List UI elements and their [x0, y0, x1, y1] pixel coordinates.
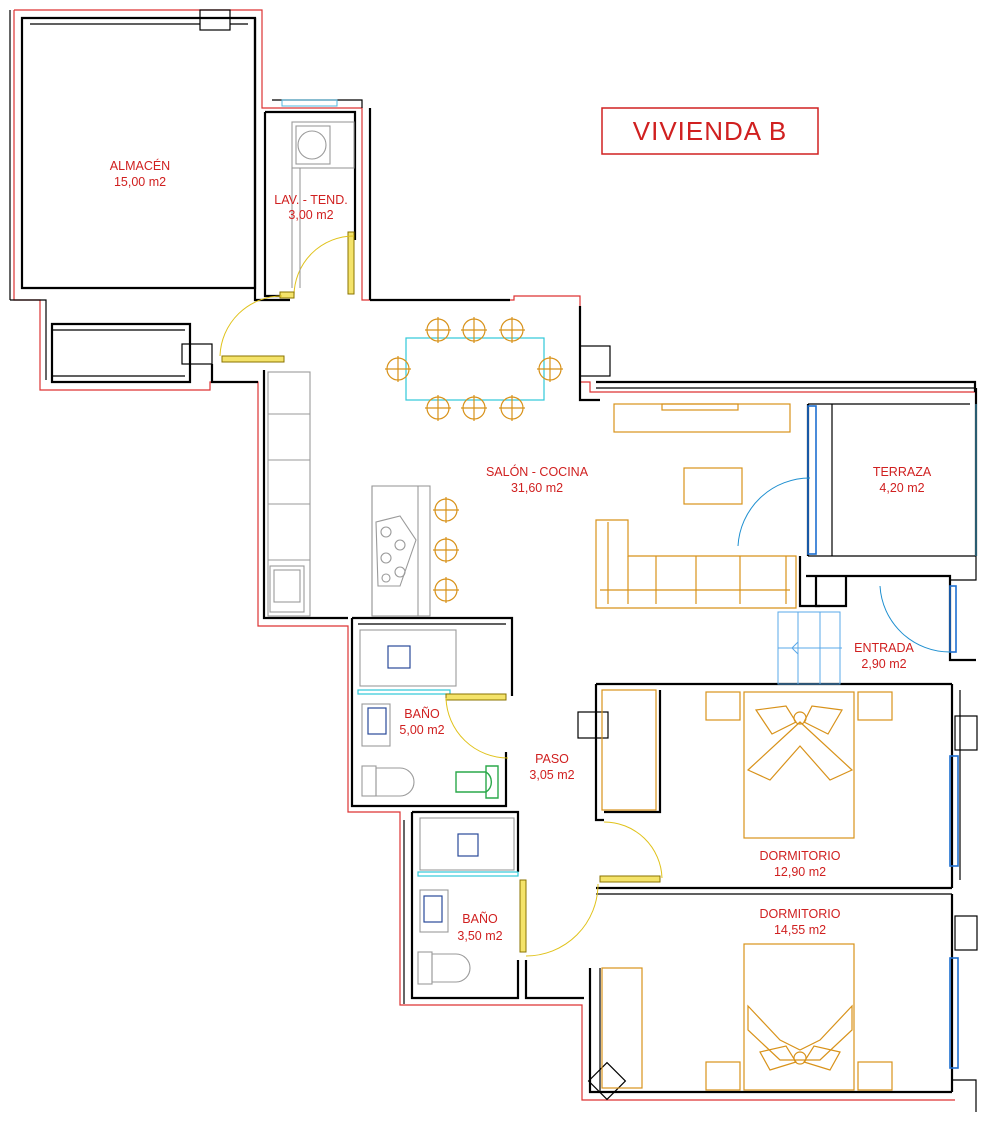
room-name: BAÑO — [404, 707, 440, 721]
exterior-outline — [13, 9, 975, 1101]
plan-title-text: VIVIENDA B — [633, 116, 788, 146]
room-name: TERRAZA — [873, 465, 932, 479]
room-label-entrada: ENTRADA 2,90 m2 — [854, 641, 914, 671]
room-area: 3,00 m2 — [288, 208, 333, 222]
laundry-appliances — [291, 121, 355, 288]
bar-stool — [433, 497, 459, 523]
room-name: DORMITORIO — [759, 849, 840, 863]
dining-chair — [537, 356, 563, 382]
dining-chair — [499, 395, 525, 421]
room-area: 31,60 m2 — [511, 481, 563, 495]
room-area: 3,05 m2 — [529, 768, 574, 782]
room-area: 14,55 m2 — [774, 923, 826, 937]
dining-chair — [499, 317, 525, 343]
room-area: 2,90 m2 — [861, 657, 906, 671]
doors — [219, 231, 951, 957]
room-name: ALMACÉN — [110, 158, 170, 173]
room-area: 12,90 m2 — [774, 865, 826, 879]
room-label-almacen: ALMACÉN 15,00 m2 — [110, 158, 170, 189]
bar-stool — [433, 537, 459, 563]
dining-chair — [425, 395, 451, 421]
room-name: LAV. - TEND. — [274, 193, 347, 207]
bathroom-2-fixtures — [417, 817, 515, 985]
bathroom-1-fixtures — [359, 629, 499, 799]
bedroom-1-furniture — [601, 689, 893, 839]
room-label-paso: PASO 3,05 m2 — [529, 752, 574, 782]
room-name: SALÓN - COCINA — [486, 464, 589, 479]
bedroom-2-furniture — [601, 943, 893, 1091]
room-label-lav-tend: LAV. - TEND. 3,00 m2 — [274, 193, 347, 222]
room-name: DORMITORIO — [759, 907, 840, 921]
room-name: BAÑO — [462, 912, 498, 926]
kitchen — [267, 371, 459, 617]
room-name: PASO — [535, 752, 569, 766]
bar-stool — [433, 577, 459, 603]
entrance-stairs — [777, 611, 842, 685]
dining-chair — [385, 356, 411, 382]
dining-chair — [461, 395, 487, 421]
room-label-salon-cocina: SALÓN - COCINA 31,60 m2 — [486, 464, 589, 495]
room-label-terraza: TERRAZA 4,20 m2 — [873, 465, 932, 495]
living-furniture — [595, 403, 797, 609]
room-labels: ALMACÉN 15,00 m2 LAV. - TEND. 3,00 m2 SA… — [110, 158, 932, 943]
dining-table — [385, 317, 563, 421]
room-label-dormitorio-2: DORMITORIO 14,55 m2 — [759, 907, 840, 937]
room-label-bano-2: BAÑO 3,50 m2 — [457, 912, 502, 943]
room-area: 3,50 m2 — [457, 929, 502, 943]
room-area: 5,00 m2 — [399, 723, 444, 737]
walls — [9, 9, 978, 1112]
dining-chair — [425, 317, 451, 343]
room-area: 4,20 m2 — [879, 481, 924, 495]
room-name: ENTRADA — [854, 641, 914, 655]
room-label-bano-1: BAÑO 5,00 m2 — [399, 707, 444, 737]
windows — [357, 404, 977, 1069]
room-area: 15,00 m2 — [114, 175, 166, 189]
room-label-dormitorio-1: DORMITORIO 12,90 m2 — [759, 849, 840, 879]
dining-chair — [461, 317, 487, 343]
plan-title: VIVIENDA B — [601, 107, 819, 155]
